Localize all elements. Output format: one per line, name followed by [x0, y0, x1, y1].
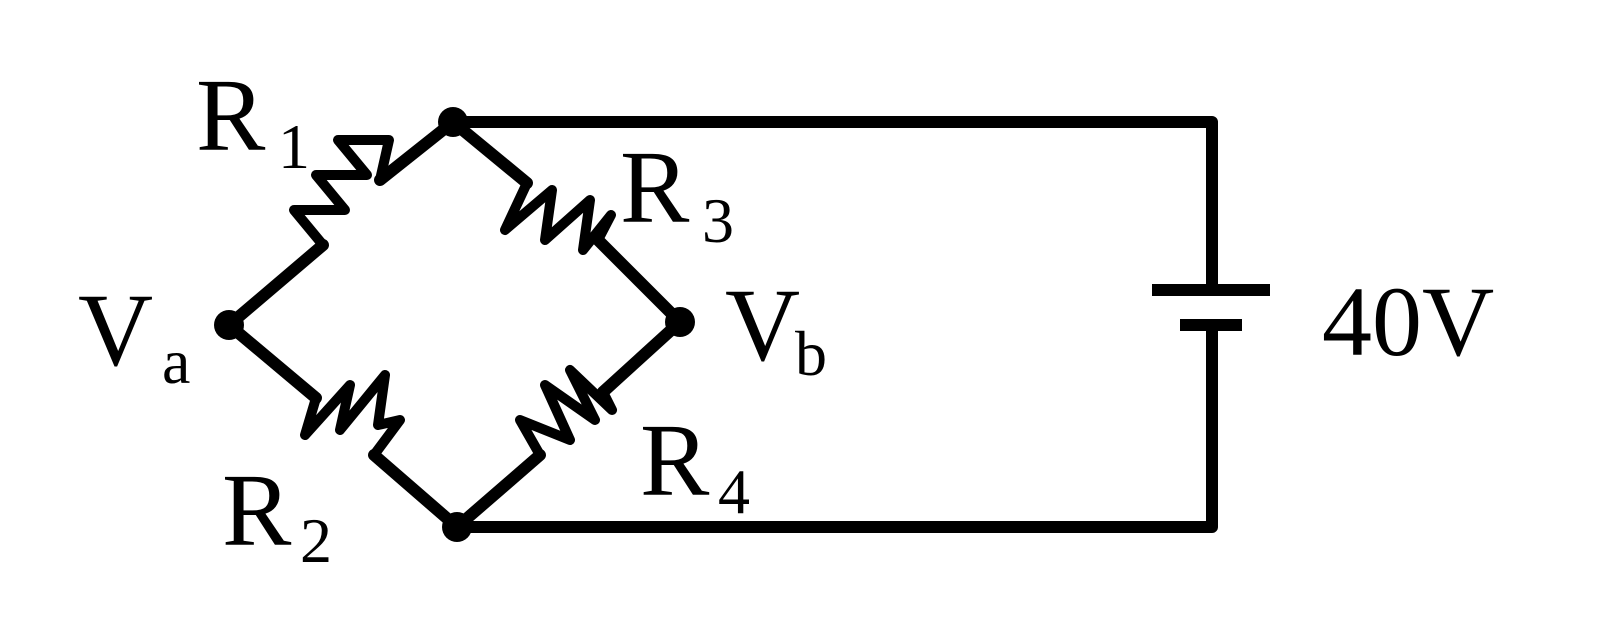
label-r2-sub: 2 — [300, 505, 332, 576]
label-vb: V b — [725, 268, 827, 389]
label-vb-sub: b — [795, 318, 827, 389]
label-r1-main: R — [196, 58, 266, 173]
label-r3-sub: 3 — [702, 185, 734, 256]
resistor-r2 — [223, 319, 463, 533]
label-r3-main: R — [620, 130, 690, 245]
label-r1-sub: 1 — [278, 111, 310, 182]
label-r4-sub: 4 — [718, 456, 750, 527]
label-r2-main: R — [222, 453, 292, 568]
node-bottom — [442, 512, 472, 542]
label-r3: R 3 — [620, 130, 734, 256]
wire-top — [447, 116, 1218, 296]
label-r4: R 4 — [640, 403, 750, 527]
resistor-r4 — [451, 316, 686, 533]
resistor-r3 — [447, 116, 686, 328]
label-va-main: V — [78, 273, 153, 388]
label-va-sub: a — [162, 326, 190, 397]
battery — [1152, 284, 1270, 331]
label-vb-main: V — [725, 268, 800, 383]
node-vb — [665, 307, 695, 337]
wire-bottom — [451, 319, 1218, 533]
label-va: V a — [78, 273, 190, 397]
label-battery-voltage: 40V — [1322, 266, 1494, 377]
label-r4-main: R — [640, 403, 710, 518]
resistor-r1 — [223, 116, 459, 331]
node-va — [214, 310, 244, 340]
label-r2: R 2 — [222, 453, 332, 576]
node-top — [438, 107, 468, 137]
label-r1: R 1 — [196, 58, 310, 182]
